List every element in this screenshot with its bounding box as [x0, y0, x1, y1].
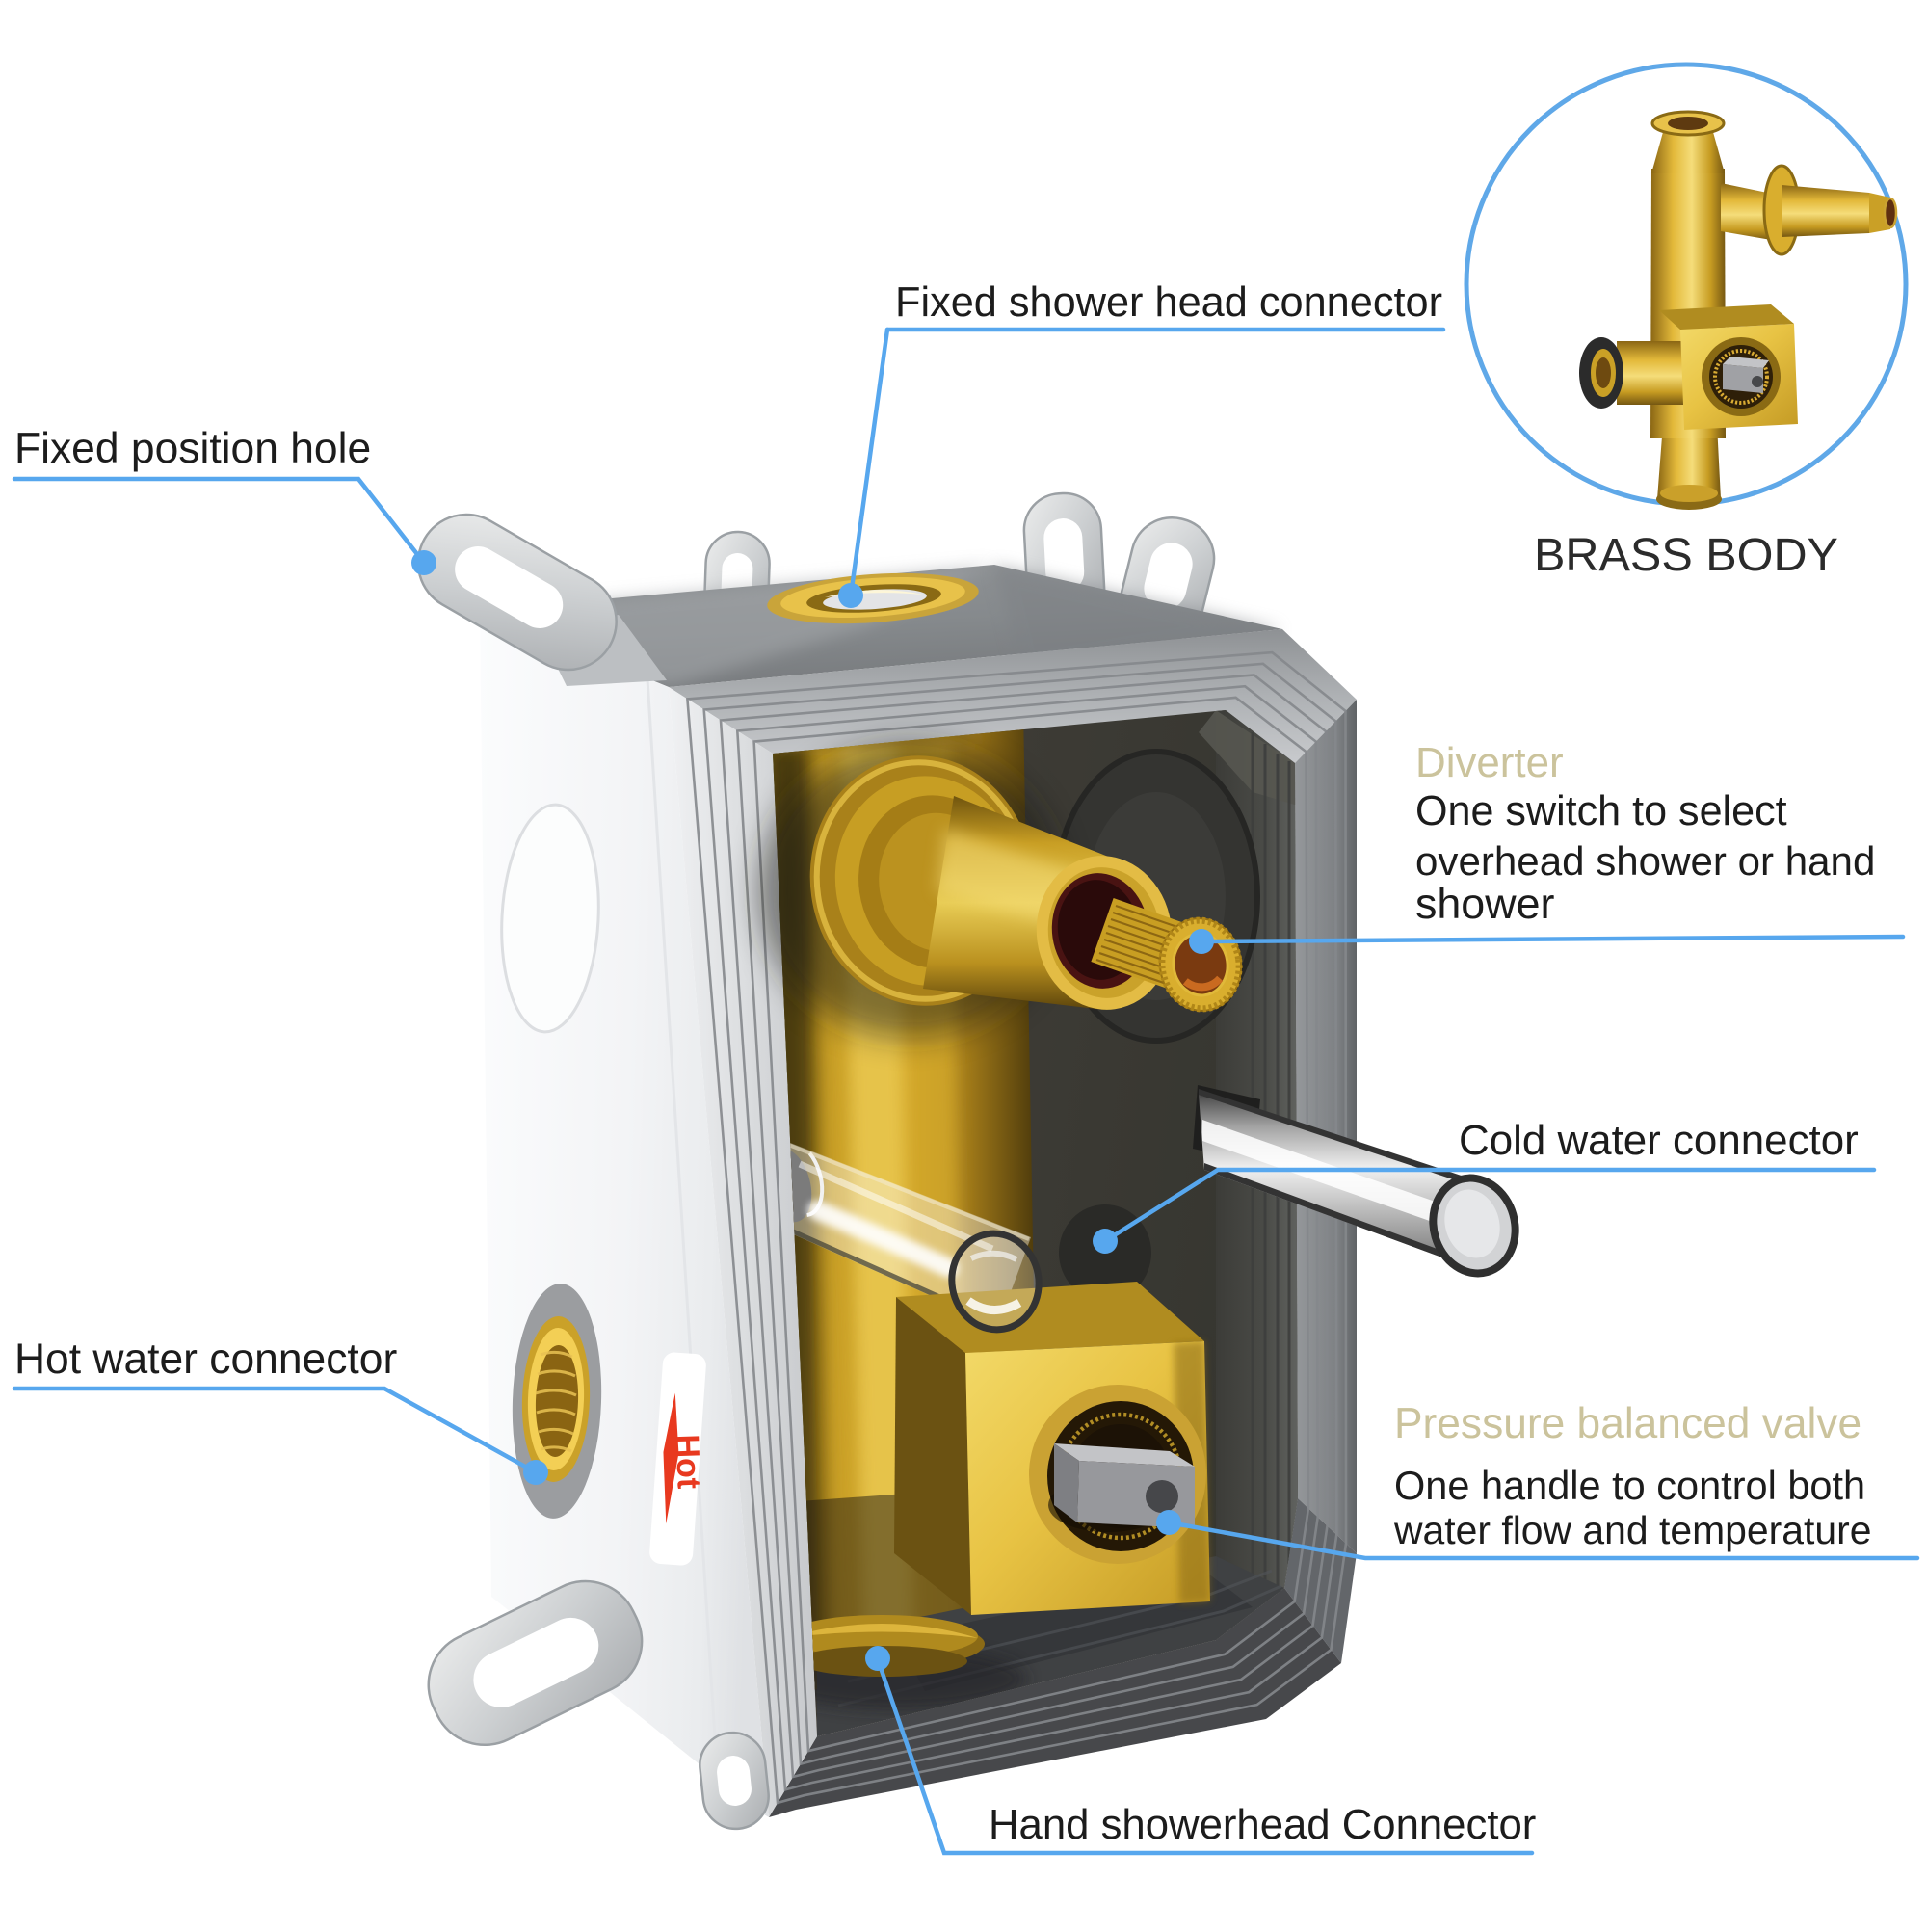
svg-text:One handle to control both: One handle to control both [1394, 1463, 1865, 1508]
svg-text:One switch to select: One switch to select [1415, 788, 1787, 834]
svg-text:Cold water connector: Cold water connector [1459, 1117, 1859, 1164]
svg-text:Fixed position hole: Fixed position hole [14, 425, 371, 472]
svg-text:water flow and temperature: water flow and temperature [1393, 1508, 1871, 1552]
svg-text:BRASS BODY: BRASS BODY [1534, 529, 1838, 581]
svg-text:Hot water connector: Hot water connector [14, 1336, 397, 1383]
svg-text:Pressure balanced valve: Pressure balanced valve [1394, 1400, 1861, 1447]
svg-text:Hand showerhead Connector: Hand showerhead Connector [989, 1801, 1536, 1848]
svg-text:shower: shower [1415, 880, 1554, 928]
svg-text:Fixed shower head connector: Fixed shower head connector [895, 279, 1442, 326]
svg-text:Hot: Hot [669, 1434, 707, 1490]
svg-text:Diverter: Diverter [1415, 739, 1564, 786]
svg-text:overhead shower or hand: overhead shower or hand [1415, 838, 1875, 884]
